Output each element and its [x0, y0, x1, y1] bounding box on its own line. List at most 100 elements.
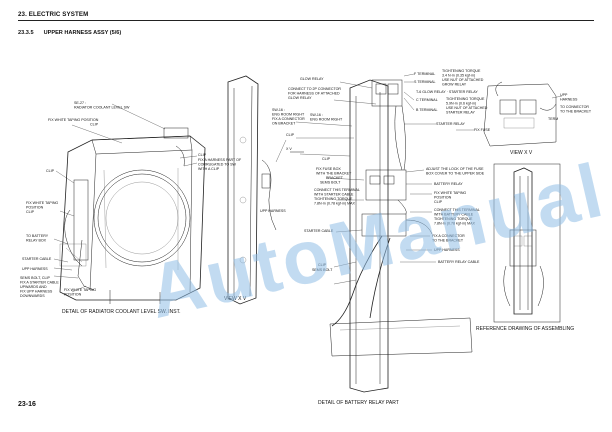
clip-e: CLIP: [318, 263, 327, 267]
connect-bat-2: WITH BATTERY CABLE: [434, 213, 474, 217]
torque-1a: TIGHTENING TORQUE: [442, 69, 481, 73]
torque-1b: 3.4 N·m (0.35 kgf·m): [442, 74, 475, 78]
clip-c: CLIP: [286, 133, 295, 137]
sems-4: FIX UPP HARNESS: [20, 290, 53, 294]
connect-2p-2: FOR HARNESS OF ATTACHED: [288, 92, 340, 96]
sw16b-2: ENG ROOM RIGHT: [310, 118, 343, 122]
clip-d: CLIP: [322, 157, 331, 161]
starter-relay: STARTER RELAY: [436, 122, 466, 126]
battery-caption: DETAIL OF BATTERY RELAY PART: [318, 400, 399, 406]
fix-white-b1: FIX WHITE TAPING: [64, 288, 96, 292]
radiator-caption: DETAIL OF RADIATOR COOLANT LEVEL SW. INS…: [62, 309, 180, 315]
adjust-1: ADJUST THE LOCK OF THE FUSE: [426, 167, 484, 171]
radiator-labels: SE-27 : RADIATOR COOLANT LEVEL SW FIX WH…: [20, 101, 242, 315]
header-rule: [18, 20, 594, 21]
section-number: 23.3.5: [18, 30, 34, 36]
battery-relay-cable: BATTERY RELAY CABLE: [438, 260, 480, 264]
se27-name: RADIATOR COOLANT LEVEL SW: [74, 106, 130, 110]
sems-3: UPWARDS AND: [20, 285, 47, 289]
battery-relay-drawing: VIEW X V X V: [224, 75, 473, 406]
to-connector-1: TO CONNECTOR: [560, 105, 589, 109]
upp-harness-left: UPP HARNESS: [22, 267, 48, 271]
watermark: AutoManual: [141, 148, 612, 335]
sw16-4: ON BRACKET: [272, 122, 296, 126]
f-terminal: F TERMINAL: [414, 72, 435, 76]
b-terminal: B TERMINAL: [416, 108, 438, 112]
section-title: 23.3.5 UPPER HARNESS ASSY (5/6): [18, 30, 121, 36]
xv-mark: X V: [286, 147, 292, 151]
page-number: 23-16: [18, 401, 36, 408]
torque-2d: STARTER RELAY: [446, 111, 476, 115]
connect-2p-1: CONNECT TO 2P CONNECTOR: [288, 87, 341, 91]
battery-relay-labels: GLOW RELAY CONNECT TO 2P CONNECTOR FOR H…: [260, 77, 360, 272]
upp-2: HARNESS: [560, 98, 578, 102]
connect-term-1: CONNECT THIS TERMINAL: [314, 188, 360, 192]
torque-1d: GROW RELAY: [442, 83, 467, 87]
to-battery-1: TO BATTERY: [26, 234, 49, 238]
connect-term-2: WITH STARTER CABLE: [314, 193, 354, 197]
torque-1c: USE NUT OF ATTACHED: [442, 78, 484, 82]
fix-tape-clip: CLIP: [90, 123, 99, 127]
fix-white-2: POSITION: [26, 206, 44, 210]
starter-cable-center: STARTER CABLE: [304, 229, 334, 233]
to-connector-2: TO THE BRACKET: [560, 110, 592, 114]
sems-5: DOWNWARDS: [20, 294, 45, 298]
reference-drawing: REFERENCE DRAWING OF ASSEMBLING: [476, 163, 574, 332]
fix-conn-1: FIX A CONNECTOR: [432, 234, 465, 238]
fix-fuse-box-4: SEMS BOLT: [320, 181, 341, 185]
torque-2c: USE NUT OF ATTACHED: [446, 106, 488, 110]
fix-fuse: FIX FUSE: [474, 128, 491, 132]
adjust-2: BOX COVER TO THE UPPER SIDE: [426, 172, 485, 176]
se27-label: SE-27 :: [74, 101, 86, 105]
fix-harness-3: WITH A CLIP: [198, 167, 220, 171]
fix-fuse-box-1: FIX FUSE BOX: [316, 167, 341, 171]
fix-conn-2: TO THE BRACKET: [432, 239, 464, 243]
upp-1: UPP: [560, 93, 568, 97]
glow-starter: T-6 GLOW RELAY · STARTER RELAY: [416, 90, 478, 94]
clip-label-a: CLIP: [46, 169, 55, 173]
connect-term-3: TIGHTENING TORQUE: [314, 197, 353, 201]
sw16-2: ENG ROOM RIGHT: [272, 113, 305, 117]
glow-relay: GLOW RELAY: [300, 77, 324, 81]
fix-harness-1: FIX A HARNESS PART OF: [198, 158, 242, 162]
relay-terminal-labels: F TERMINAL S TERMINAL C TERMINAL B TERMI…: [400, 69, 491, 264]
view-xv-detail: UPP HARNESS TO CONNECTOR TO THE BRACKET …: [483, 81, 592, 156]
torque-2a: TIGHTENING TORQUE: [446, 97, 485, 101]
fix-tape-label: FIX WHITE TAPING POSITION: [48, 118, 99, 122]
chapter-header: 23. ELECTRIC SYSTEM: [18, 11, 89, 18]
sems-2: FIX A STARTER CABLE: [20, 281, 59, 285]
s-terminal: S TERMINAL: [414, 80, 436, 84]
sw16-1: SW-16 :: [272, 108, 285, 112]
fix-white-1: FIX WHITE TAPING: [26, 201, 58, 205]
reference-caption: REFERENCE DRAWING OF ASSEMBLING: [476, 326, 574, 332]
fix-white-3: CLIP: [26, 210, 35, 214]
term-label: TERM: [548, 117, 558, 121]
starter-cable-left: STARTER CABLE: [22, 257, 52, 261]
upp-harness-center: UPP HARNESS: [260, 209, 286, 213]
view-xv-b: VIEW X V: [510, 150, 533, 156]
torque-2b: 5.9N·m (0.6 kgf·m): [446, 102, 476, 106]
sems-1: SEMS BOLT, CLIP: [20, 276, 50, 280]
section-name: UPPER HARNESS ASSY (5/6): [43, 30, 122, 36]
connect-bat-3: TIGHTENING TORQUE: [434, 217, 473, 221]
fix-harness-2: CORRUGATED TO SW: [198, 163, 237, 167]
fix-white-r2: POSITION: [434, 196, 452, 200]
sw16b-1: SW-16 :: [310, 113, 323, 117]
fix-white-r1: FIX WHITE TAPING: [434, 191, 466, 195]
to-battery-2: RELAY BOX: [26, 239, 47, 243]
fix-fuse-box-2: WITH THE BRACKET: [316, 172, 352, 176]
connect-2p-3: GLOW RELAY: [288, 96, 312, 100]
sw16-3: FIX A CONNECTOR: [272, 117, 305, 121]
sems-bolt-center: SEMS BOLT: [312, 268, 333, 272]
fix-white-r3: CLIP: [434, 200, 443, 204]
upp-harness-right: UPP HARNESS: [434, 248, 460, 252]
view-xv-a: VIEW X V: [224, 296, 247, 302]
clip-label-b: CLIP: [198, 153, 207, 157]
battery-relay: BATTERY RELAY: [434, 182, 463, 186]
fix-white-b2: POSITION: [64, 293, 82, 297]
fix-fuse-box-3: BRACKET: [326, 176, 344, 180]
radiator-drawing: [53, 103, 206, 304]
c-terminal: C TERMINAL: [416, 98, 438, 102]
